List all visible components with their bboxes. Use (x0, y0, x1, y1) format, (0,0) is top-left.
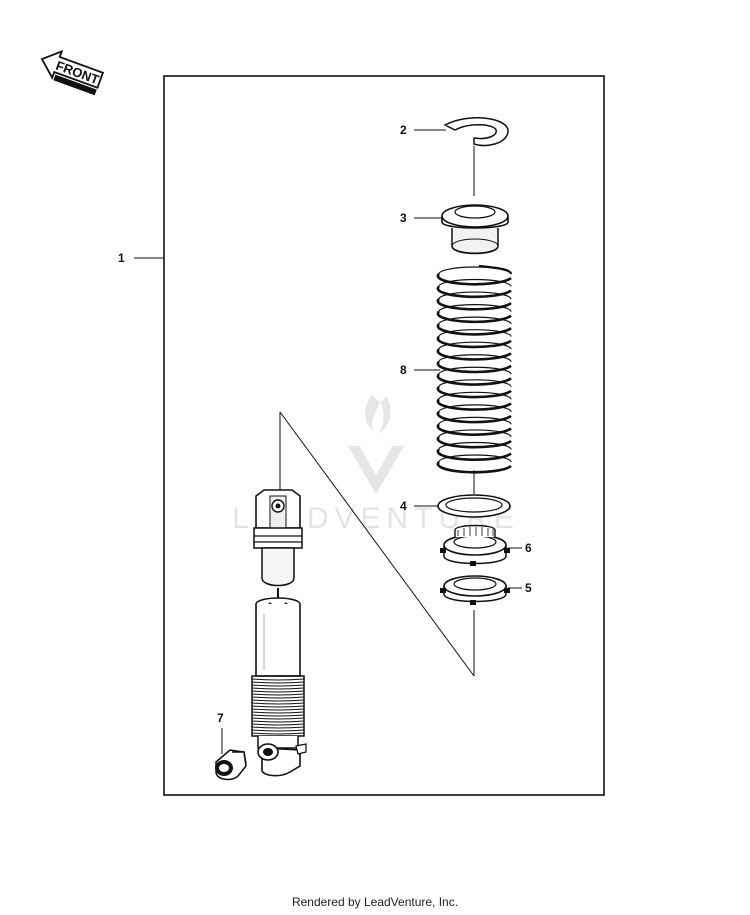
assembly-guide-lines (279, 411, 475, 677)
callout-5: 5 (525, 581, 532, 595)
front-direction-arrow: FRONT (40, 49, 105, 96)
callout-1: 1 (118, 251, 125, 265)
callout-7: 7 (217, 711, 224, 725)
part-6-lock-nut (440, 524, 522, 566)
part-5-adjuster-nut (440, 575, 522, 676)
callout-6: 6 (525, 541, 532, 555)
part-2-clip (414, 117, 509, 196)
kit-bounding-box (163, 75, 605, 796)
callout-8: 8 (400, 363, 407, 377)
part-7-bushing (215, 728, 247, 781)
callout-3: 3 (400, 211, 407, 225)
callout-4: 4 (400, 499, 407, 513)
shock-absorber-body (251, 489, 307, 777)
footer-credit: Rendered by LeadVenture, Inc. (291, 895, 459, 909)
part-8-coil-spring (436, 264, 513, 474)
callout-2: 2 (400, 123, 407, 137)
part-3-spring-seat (414, 204, 509, 255)
part-4-washer (414, 494, 511, 518)
